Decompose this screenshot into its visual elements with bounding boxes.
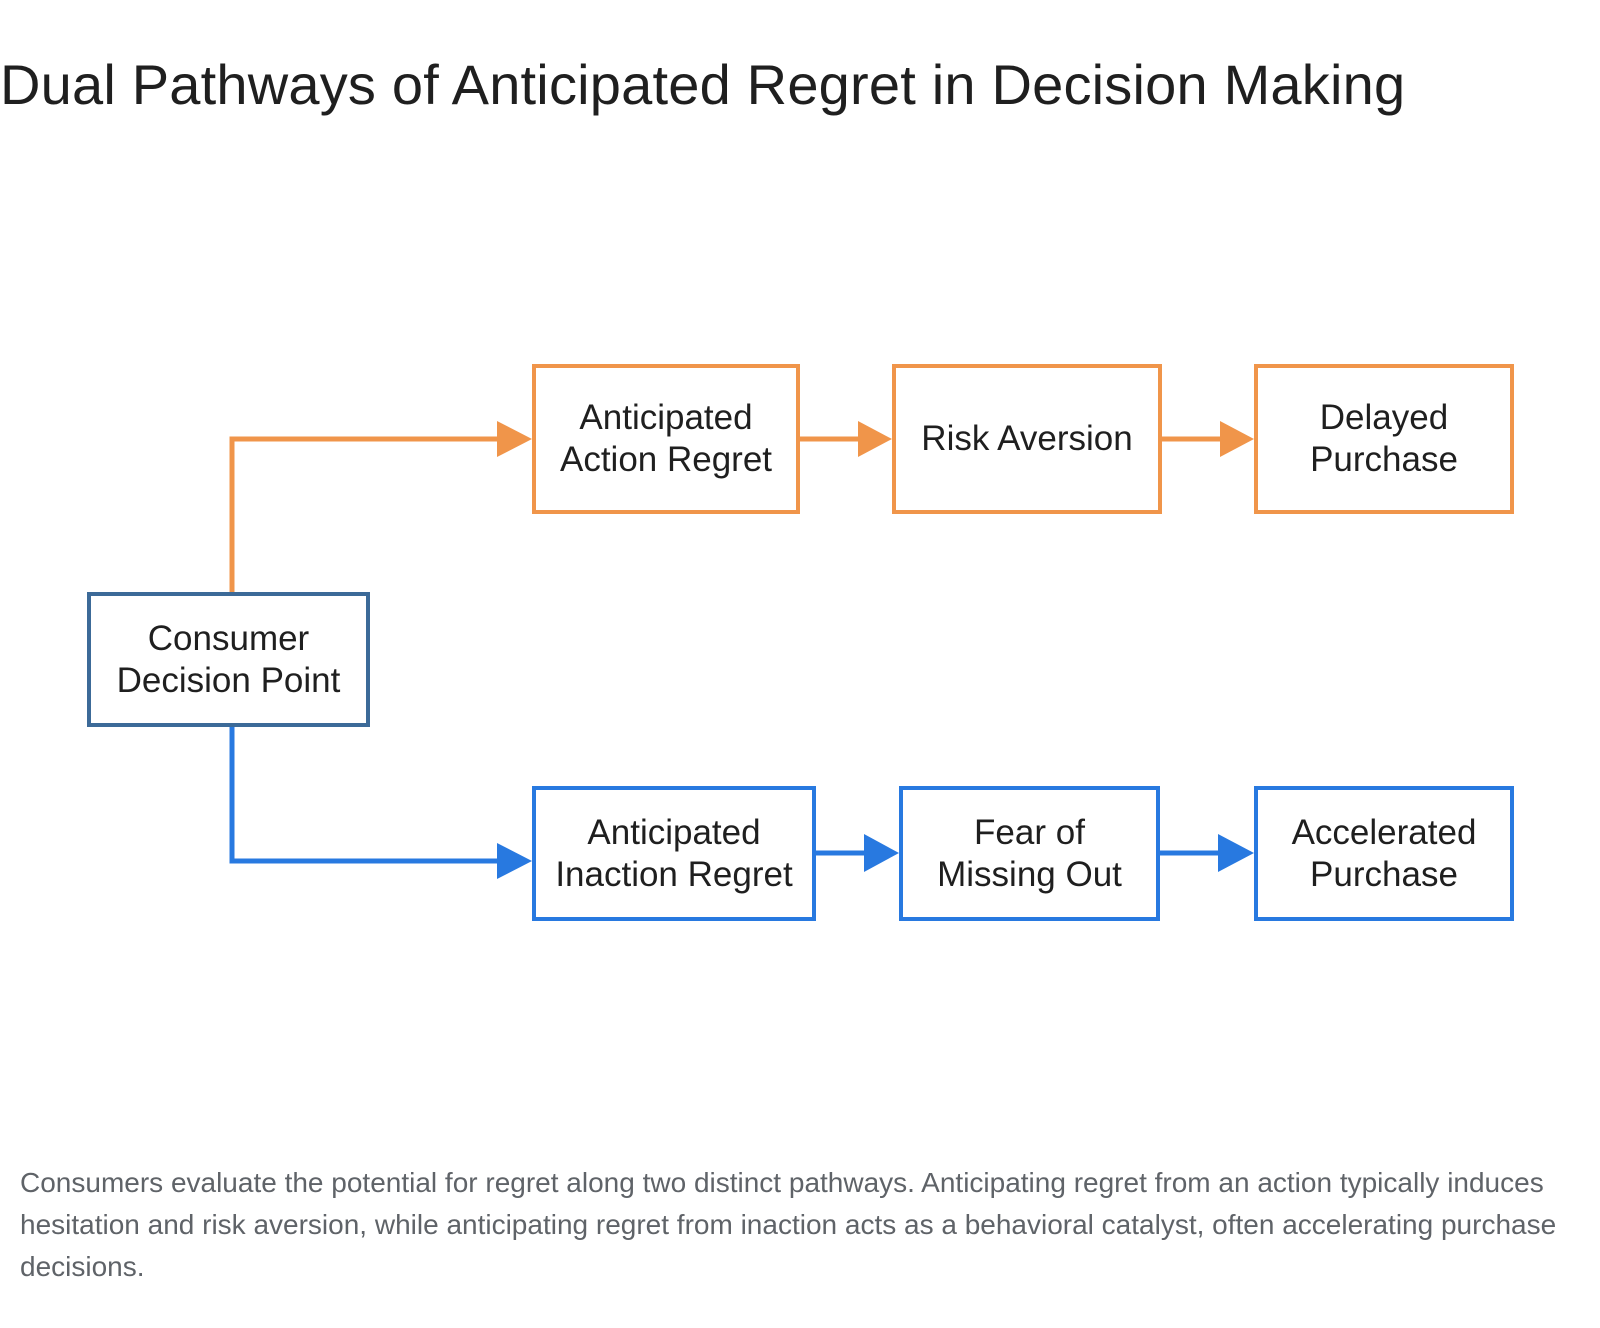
node-label: Anticipated Inaction Regret xyxy=(555,812,793,894)
node-delayed-purchase: Delayed Purchase xyxy=(1254,364,1514,514)
node-consumer-decision-point: Consumer Decision Point xyxy=(87,592,370,727)
arrowhead-fomo xyxy=(864,834,899,872)
node-label: Delayed Purchase xyxy=(1310,398,1458,479)
node-anticipated-action-regret: Anticipated Action Regret xyxy=(532,364,800,514)
node-accelerated-purchase: Accelerated Purchase xyxy=(1254,786,1514,921)
node-label: Risk Aversion xyxy=(921,419,1133,458)
node-label: Fear of Missing Out xyxy=(937,812,1122,894)
node-risk-aversion: Risk Aversion xyxy=(892,364,1162,514)
node-label: Accelerated Purchase xyxy=(1291,812,1477,894)
arrowhead-inaction-regret xyxy=(497,843,532,879)
page-title: Dual Pathways of Anticipated Regret in D… xyxy=(0,53,1406,116)
arrowhead-delayed-purchase xyxy=(1220,421,1254,457)
edge-start-to-action-regret xyxy=(229,436,497,592)
edge-start-to-inaction-regret xyxy=(229,726,497,864)
diagram-caption: Consumers evaluate the potential for reg… xyxy=(20,1167,1557,1282)
arrowhead-risk-aversion xyxy=(858,421,892,457)
arrowhead-accelerated-purchase xyxy=(1218,834,1254,872)
node-fear-of-missing-out: Fear of Missing Out xyxy=(899,786,1160,921)
arrowhead-action-regret xyxy=(497,421,532,457)
node-label: Consumer Decision Point xyxy=(116,618,341,700)
node-label: Anticipated Action Regret xyxy=(559,398,773,479)
node-anticipated-inaction-regret: Anticipated Inaction Regret xyxy=(532,786,816,921)
